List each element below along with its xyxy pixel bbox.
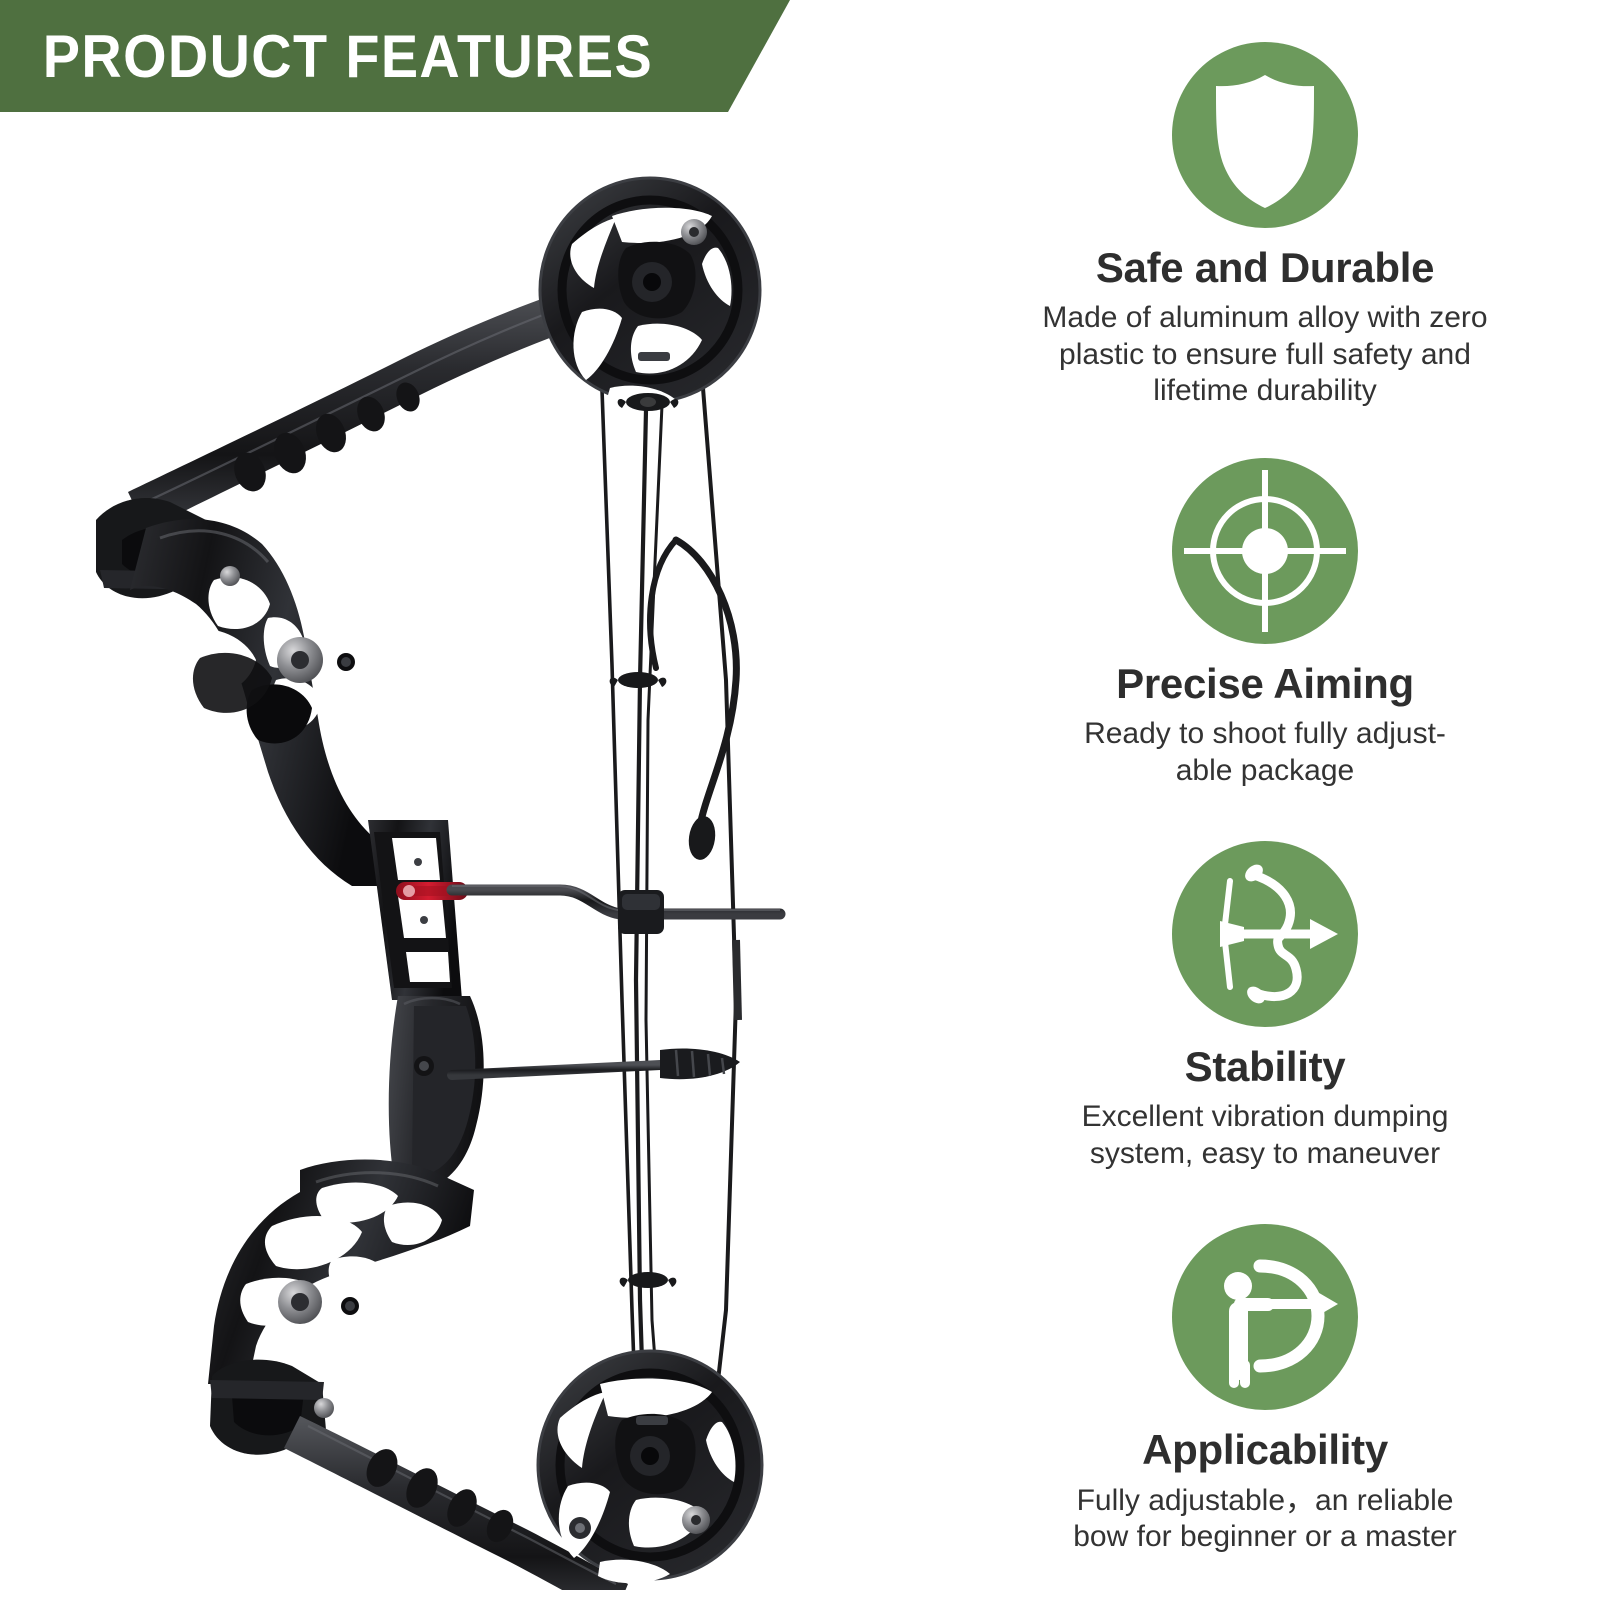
feature-desc-line: Made of aluminum alloy with zero xyxy=(1042,301,1488,335)
upper-riser xyxy=(96,498,392,886)
bow-and-arrow-icon xyxy=(1172,841,1358,1028)
feature-desc-line: plastic to ensure full safety and xyxy=(1059,337,1471,371)
feature-title: Safe and Durable xyxy=(1095,244,1435,291)
feature-item-safe-and-durable: Safe and Durable Made of aluminum alloy … xyxy=(985,42,1545,410)
crosshair-target-icon xyxy=(1172,457,1358,644)
feature-description: Ready to shoot fully adjust- able packag… xyxy=(1084,716,1446,789)
string-accessories xyxy=(609,393,742,1288)
feature-title: Applicability xyxy=(1142,1426,1388,1474)
feature-description: Made of aluminum alloy with zero plastic… xyxy=(1042,300,1487,410)
feature-description: Excellent vibration dumping system, easy… xyxy=(1082,1099,1449,1172)
product-features-banner: PRODUCT FEATURES xyxy=(0,0,790,112)
feature-desc-line: Excellent vibration dumping xyxy=(1081,1100,1449,1134)
stabilizer-rod xyxy=(447,1048,740,1080)
feature-desc-line: able package xyxy=(1175,753,1355,787)
feature-item-precise-aiming: Precise Aiming Ready to shoot fully adju… xyxy=(985,457,1545,789)
lower-riser xyxy=(208,1159,474,1384)
feature-desc-line: bow for beginner or a master xyxy=(1073,1520,1457,1554)
feature-item-applicability: Applicability Fully adjustable，an reliab… xyxy=(985,1224,1545,1555)
bow-grip xyxy=(388,996,484,1190)
feature-description: Fully adjustable，an reliable bow for beg… xyxy=(1073,1483,1457,1556)
feature-desc-line: Ready to shoot fully adjust- xyxy=(1084,716,1446,750)
bottom-limb xyxy=(284,1416,628,1590)
mid-riser-truss xyxy=(368,820,468,1000)
feature-item-stability: Stability Excellent vibration dumping sy… xyxy=(985,841,1545,1172)
page-title: PRODUCT FEATURES xyxy=(42,22,654,90)
cable-guard-rod xyxy=(446,884,786,934)
feature-title: Stability xyxy=(1184,1043,1346,1091)
feature-desc-line: lifetime durability xyxy=(1153,374,1377,408)
product-image-compound-bow xyxy=(0,120,930,1590)
bottom-cam-wheel xyxy=(536,1349,764,1584)
feature-desc-line: Fully adjustable，an reliable xyxy=(1076,1483,1454,1517)
top-cam-wheel xyxy=(538,176,762,410)
archer-figure-icon xyxy=(1172,1224,1358,1411)
top-limb xyxy=(128,280,612,530)
feature-title: Precise Aiming xyxy=(1116,659,1414,707)
features-list: Safe and Durable Made of aluminum alloy … xyxy=(930,0,1600,1600)
feature-desc-line: system, easy to maneuver xyxy=(1089,1136,1441,1170)
shield-icon xyxy=(1172,42,1358,228)
